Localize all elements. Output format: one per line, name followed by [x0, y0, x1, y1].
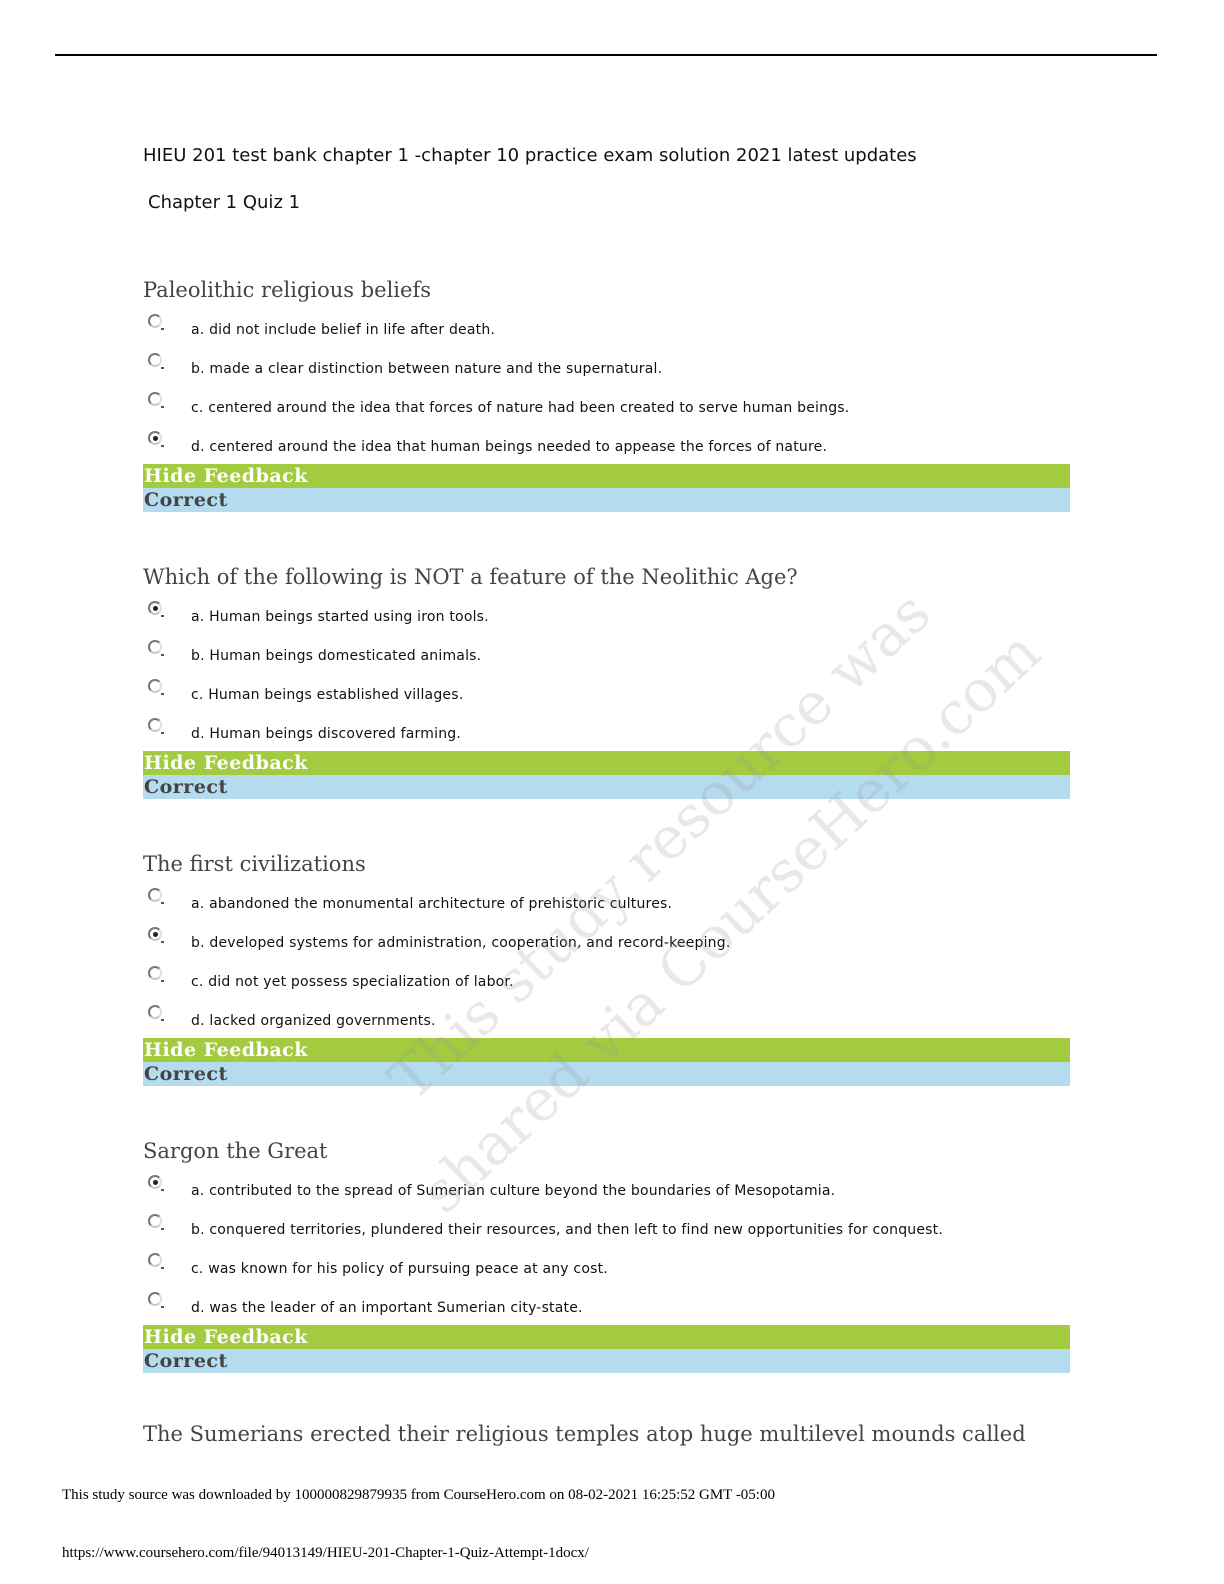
radio-button[interactable]: [148, 1005, 164, 1021]
answer-option[interactable]: a. contributed to the spread of Sumerian…: [143, 1169, 1070, 1208]
hide-feedback-button[interactable]: Hide Feedback: [143, 751, 1070, 775]
radio-button[interactable]: [148, 1214, 164, 1230]
question-block: Which of the following is NOT a feature …: [143, 563, 1070, 799]
question-text: The Sumerians erected their religious te…: [143, 1422, 1026, 1446]
answer-option[interactable]: a. abandoned the monumental architecture…: [143, 882, 1070, 921]
hide-feedback-button[interactable]: Hide Feedback: [143, 1038, 1070, 1062]
answer-option[interactable]: d. Human beings discovered farming.: [143, 712, 1070, 751]
answer-option[interactable]: c. Human beings established villages.: [143, 673, 1070, 712]
option-label: d. was the leader of an important Sumeri…: [191, 1300, 583, 1316]
radio-button[interactable]: [148, 392, 164, 408]
result-bar: Correct: [143, 1349, 1070, 1373]
document-subtitle: Chapter 1 Quiz 1: [148, 192, 301, 213]
question-text: The first civilizations: [143, 852, 366, 876]
source-url: https://www.coursehero.com/file/94013149…: [62, 1545, 589, 1561]
question-block: Paleolithic religious beliefs a. did not…: [143, 276, 1070, 512]
radio-button-selected[interactable]: [148, 431, 164, 447]
option-label: a. did not include belief in life after …: [191, 322, 496, 338]
radio-button[interactable]: [148, 1292, 164, 1308]
answer-option[interactable]: a. did not include belief in life after …: [143, 308, 1070, 347]
option-label: c. Human beings established villages.: [191, 687, 464, 703]
hide-feedback-button[interactable]: Hide Feedback: [143, 1325, 1070, 1349]
question-block: The first civilizations a. abandoned the…: [143, 850, 1070, 1086]
option-label: d. Human beings discovered farming.: [191, 726, 462, 742]
option-label: b. Human beings domesticated animals.: [191, 648, 482, 664]
top-rule: [55, 54, 1157, 56]
answer-option[interactable]: d. was the leader of an important Sumeri…: [143, 1286, 1070, 1325]
answer-option[interactable]: b. conquered territories, plundered thei…: [143, 1208, 1070, 1247]
radio-button[interactable]: [148, 1253, 164, 1269]
option-label: a. Human beings started using iron tools…: [191, 609, 489, 625]
answer-option[interactable]: d. lacked organized governments.: [143, 999, 1070, 1038]
question-text: Which of the following is NOT a feature …: [143, 565, 798, 589]
option-list: a. abandoned the monumental architecture…: [143, 882, 1070, 1038]
option-list: a. contributed to the spread of Sumerian…: [143, 1169, 1070, 1325]
option-list: a. did not include belief in life after …: [143, 308, 1070, 464]
radio-button[interactable]: [148, 966, 164, 982]
radio-button[interactable]: [148, 718, 164, 734]
option-label: b. developed systems for administration,…: [191, 935, 731, 951]
answer-option[interactable]: a. Human beings started using iron tools…: [143, 595, 1070, 634]
radio-button-selected[interactable]: [148, 601, 164, 617]
result-bar: Correct: [143, 775, 1070, 799]
radio-button-selected[interactable]: [148, 927, 164, 943]
option-label: b. conquered territories, plundered thei…: [191, 1222, 943, 1238]
radio-button-selected[interactable]: [148, 1175, 164, 1191]
radio-button[interactable]: [148, 679, 164, 695]
answer-option[interactable]: b. developed systems for administration,…: [143, 921, 1070, 960]
option-label: c. centered around the idea that forces …: [191, 400, 850, 416]
hide-feedback-button[interactable]: Hide Feedback: [143, 464, 1070, 488]
option-list: a. Human beings started using iron tools…: [143, 595, 1070, 751]
answer-option[interactable]: b. Human beings domesticated animals.: [143, 634, 1070, 673]
question-text: Paleolithic religious beliefs: [143, 278, 432, 302]
radio-button[interactable]: [148, 314, 164, 330]
answer-option[interactable]: c. was known for his policy of pursuing …: [143, 1247, 1070, 1286]
option-label: a. abandoned the monumental architecture…: [191, 896, 673, 912]
answer-option[interactable]: d. centered around the idea that human b…: [143, 425, 1070, 464]
option-label: d. centered around the idea that human b…: [191, 439, 828, 455]
result-bar: Correct: [143, 1062, 1070, 1086]
download-note: This study source was downloaded by 1000…: [62, 1487, 775, 1503]
answer-option[interactable]: c. did not yet possess specialization of…: [143, 960, 1070, 999]
option-label: b. made a clear distinction between natu…: [191, 361, 663, 377]
option-label: c. did not yet possess specialization of…: [191, 974, 514, 990]
radio-button[interactable]: [148, 640, 164, 656]
option-label: c. was known for his policy of pursuing …: [191, 1261, 608, 1277]
answer-option[interactable]: c. centered around the idea that forces …: [143, 386, 1070, 425]
question-block: Sargon the Great a. contributed to the s…: [143, 1137, 1070, 1373]
document-title: HIEU 201 test bank chapter 1 -chapter 10…: [143, 145, 917, 166]
radio-button[interactable]: [148, 888, 164, 904]
result-bar: Correct: [143, 488, 1070, 512]
option-label: d. lacked organized governments.: [191, 1013, 436, 1029]
radio-button[interactable]: [148, 353, 164, 369]
question-text: Sargon the Great: [143, 1139, 328, 1163]
option-label: a. contributed to the spread of Sumerian…: [191, 1183, 836, 1199]
answer-option[interactable]: b. made a clear distinction between natu…: [143, 347, 1070, 386]
